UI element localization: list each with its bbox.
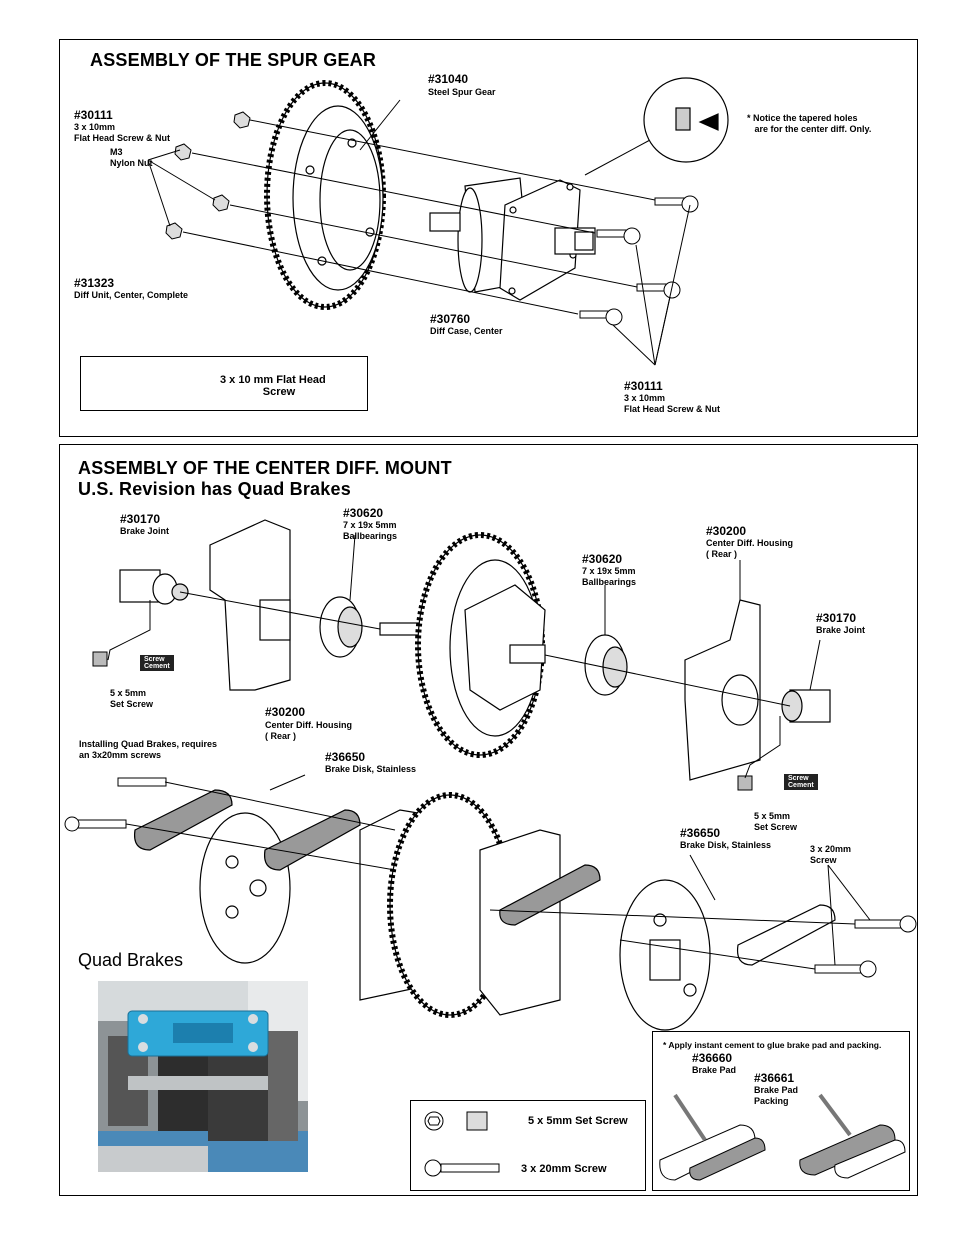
part-number-30200-right: #30200 (706, 524, 747, 538)
part-number-30111-bottom: #30111 (624, 379, 663, 393)
part-desc-30170-left: Brake Joint (120, 526, 170, 536)
center-diff-title: ASSEMBLY OF THE CENTER DIFF. MOUNT (78, 458, 452, 478)
part-number-36650-left: #36650 (325, 750, 366, 764)
part-desc-36660: Brake Pad (692, 1065, 737, 1075)
legend-setscrew-icon (424, 1111, 488, 1131)
spur-gear-title: ASSEMBLY OF THE SPUR GEAR (90, 50, 377, 70)
part-number-30170-left: #30170 (120, 512, 161, 526)
alignment-lines (147, 99, 691, 366)
part-number-30111-top: #30111 (74, 108, 113, 122)
screw-graphics (579, 195, 699, 326)
part-desc-31323: Diff Unit, Center, Complete (74, 290, 189, 300)
part-desc-30111-bottom: 3 x 10mm Flat Head Screw & Nut (624, 393, 721, 414)
tapered-hole-detail (643, 77, 729, 163)
part-desc-30620-right: 7 x 19x 5mm Ballbearings (582, 566, 637, 587)
part-number-30620-left: #30620 (343, 506, 384, 520)
part-number-36650-right: #36650 (680, 826, 721, 840)
part-desc-31040: Steel Spur Gear (428, 87, 496, 97)
screw-20mm-legend-label: 3 x 20mm Screw (521, 1163, 607, 1175)
part-number-31040: #31040 (428, 72, 469, 86)
center-diff-graphic (119, 519, 831, 1031)
part-desc-30200-left: Center Diff. Housing ( Rear ) (265, 720, 352, 741)
set-screw-label-right: 5 x 5mm Set Screw (754, 811, 798, 832)
nut-graphics (165, 111, 251, 240)
spur-gear-graphic (264, 80, 386, 310)
flat-head-screw-legend-label: 3 x 10 mm Flat Head Screw (220, 374, 326, 398)
part-number-30170-right: #30170 (816, 611, 857, 625)
brake-pad-assembly-graphic (659, 1093, 906, 1181)
quad-brakes-photo-graphic (98, 981, 308, 1172)
screw-legend-box (410, 1100, 646, 1191)
diff-case-graphic (429, 177, 596, 301)
part-number-36661: #36661 (754, 1071, 795, 1085)
part-number-30200-left: #30200 (265, 705, 306, 719)
part-desc-36650-left: Brake Disk, Stainless (325, 764, 417, 774)
part-desc-36650-right: Brake Disk, Stainless (680, 840, 772, 850)
quad-brakes-heading: Quad Brakes (78, 950, 184, 970)
instant-cement-note: * Apply instant cement to glue brake pad… (663, 1040, 882, 1050)
quad-brakes-note: Installing Quad Brakes, requires an 3x20… (79, 739, 218, 760)
screw-20mm-label: 3 x 20mm Screw (810, 844, 852, 865)
legend-20mm-icon (424, 1159, 500, 1177)
screw-cement-tag-left: Screw Cement (140, 655, 174, 671)
center-diff-subtitle: U.S. Revision has Quad Brakes (78, 479, 351, 499)
part-number-30620-right: #30620 (582, 552, 623, 566)
flat-head-screw-legend-box (80, 356, 368, 411)
tapered-holes-note: * Notice the tapered holes are for the c… (747, 113, 872, 134)
center-diff-panel (59, 444, 918, 1196)
part-number-31323: #31323 (74, 276, 115, 290)
part-number-30760: #30760 (430, 312, 471, 326)
part-desc-30200-right: Center Diff. Housing ( Rear ) (706, 538, 793, 559)
part-desc-30760: Diff Case, Center (430, 326, 503, 336)
screw-cement-tag-right: Screw Cement (784, 774, 818, 790)
set-screw-legend-label: 5 x 5mm Set Screw (528, 1115, 628, 1127)
part-desc-30170-right: Brake Joint (816, 625, 866, 635)
m3-nylon-nut-label: M3 Nylon Nut (110, 147, 153, 168)
part-desc-36661: Brake Pad Packing (754, 1085, 799, 1106)
brake-pad-box (652, 1031, 910, 1191)
set-screw-label-left: 5 x 5mm Set Screw (110, 688, 154, 709)
part-desc-30620-left: 7 x 19x 5mm Ballbearings (343, 520, 398, 541)
part-number-36660: #36660 (692, 1051, 733, 1065)
bottom-alignment-lines (107, 534, 871, 970)
brake-pads-graphic (133, 789, 836, 966)
quad-brakes-photo (98, 981, 308, 1172)
part-desc-30111-top: 3 x 10mm Flat Head Screw & Nut (74, 122, 171, 143)
